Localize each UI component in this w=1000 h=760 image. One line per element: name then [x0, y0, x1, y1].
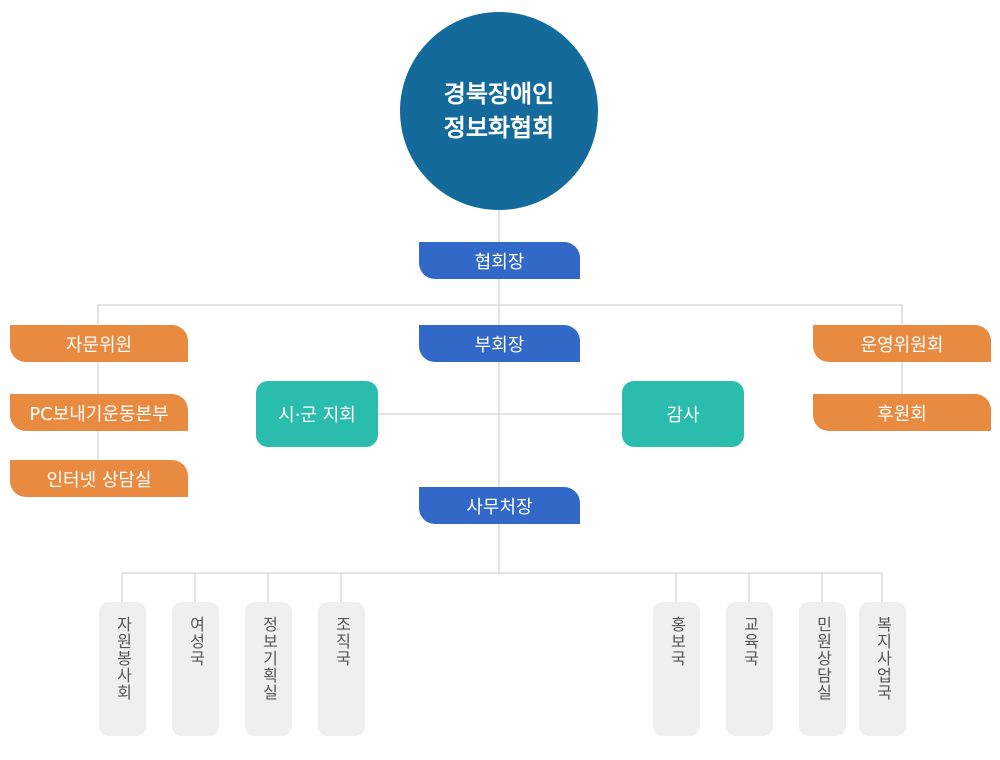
vice-president-box: 부회장 — [419, 325, 580, 362]
pc-donation-campaign-box: PC보내기운동본부 — [10, 394, 188, 431]
president-box: 협회장 — [419, 242, 580, 279]
secretary-general-box: 사무처장 — [419, 487, 580, 524]
dept-women: 여성국 — [172, 602, 219, 736]
dept-civil-counseling: 민원상담실 — [799, 602, 846, 736]
internet-counseling-box: 인터넷 상담실 — [10, 460, 188, 497]
advisory-committee-box: 자문위원 — [10, 325, 188, 362]
dept-volunteer: 자원봉사회 — [99, 602, 146, 736]
dept-info-planning: 정보기획실 — [245, 602, 292, 736]
dept-education: 교육국 — [726, 602, 773, 736]
sponsor-association-box: 후원회 — [813, 394, 991, 431]
branch-office-box: 시·군 지회 — [256, 381, 378, 447]
dept-organization: 조직국 — [318, 602, 365, 736]
association-root-circle: 경북장애인 정보화협회 — [400, 12, 598, 210]
audit-box: 감사 — [622, 381, 744, 447]
dept-welfare-projects: 복지사업국 — [859, 602, 906, 736]
root-title-line1: 경북장애인 — [443, 80, 555, 108]
root-title-line2: 정보화협회 — [443, 114, 555, 142]
dept-public-relations: 홍보국 — [653, 602, 700, 736]
steering-committee-box: 운영위원회 — [813, 325, 991, 362]
